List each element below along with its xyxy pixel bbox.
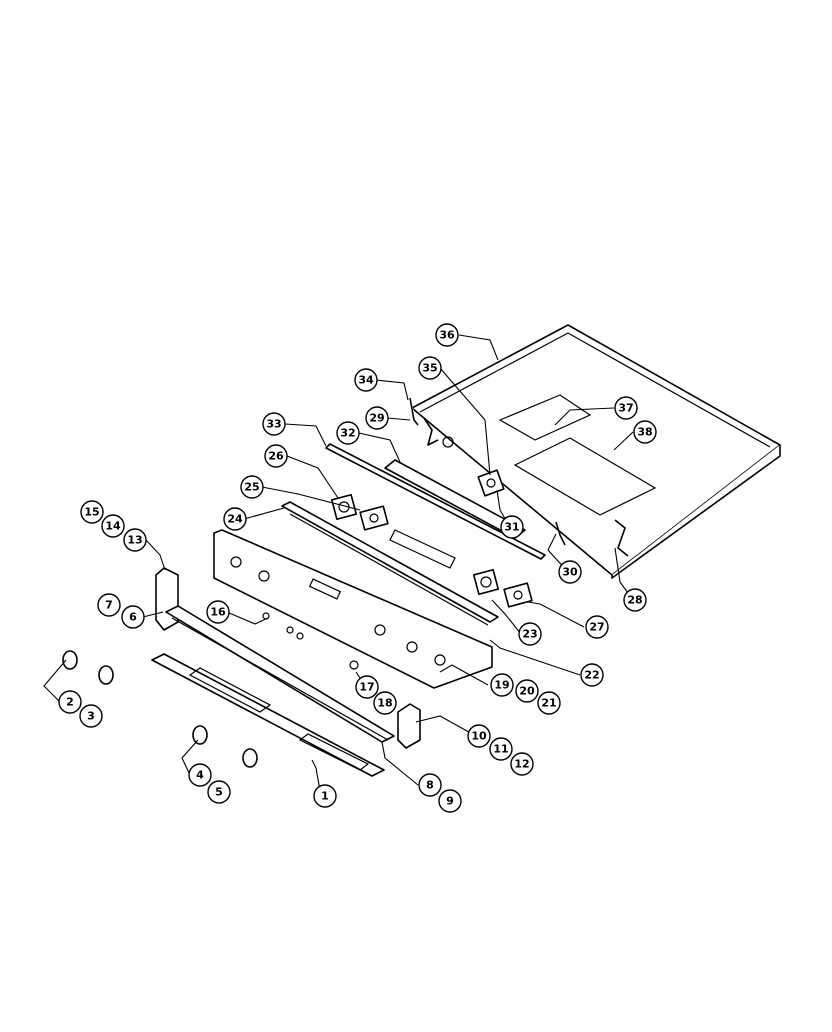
svg-text:38: 38 bbox=[637, 426, 652, 439]
svg-text:13: 13 bbox=[127, 534, 142, 547]
svg-text:1: 1 bbox=[321, 790, 329, 803]
callout-22: 22 bbox=[580, 663, 604, 687]
callout-2: 2 bbox=[58, 690, 82, 714]
svg-text:8: 8 bbox=[426, 779, 434, 792]
callout-25: 25 bbox=[240, 475, 264, 499]
svg-text:4: 4 bbox=[196, 769, 204, 782]
callout-26: 26 bbox=[264, 444, 288, 468]
part-10-right-end-cap bbox=[397, 703, 421, 749]
svg-text:28: 28 bbox=[627, 594, 642, 607]
svg-text:37: 37 bbox=[618, 402, 633, 415]
callout-16: 16 bbox=[206, 600, 230, 624]
callout-5: 5 bbox=[207, 780, 231, 804]
svg-text:20: 20 bbox=[519, 685, 535, 698]
callout-1: 1 bbox=[313, 784, 337, 808]
callout-12: 12 bbox=[510, 752, 534, 776]
knob-2 bbox=[62, 650, 114, 685]
callout-29: 29 bbox=[365, 406, 389, 430]
svg-text:3: 3 bbox=[87, 710, 95, 723]
svg-text:25: 25 bbox=[244, 481, 259, 494]
part-27-switch bbox=[503, 582, 533, 608]
fastener-16 bbox=[262, 612, 359, 670]
part-25-switch bbox=[359, 505, 389, 531]
callout-17: 17 bbox=[355, 675, 379, 699]
callout-36: 36 bbox=[435, 323, 459, 347]
svg-text:12: 12 bbox=[514, 758, 529, 771]
svg-text:17: 17 bbox=[359, 681, 374, 694]
svg-text:29: 29 bbox=[369, 412, 384, 425]
callout-18: 18 bbox=[373, 691, 397, 715]
callout-21: 21 bbox=[537, 691, 561, 715]
part-26-switch bbox=[330, 493, 358, 521]
callout-11: 11 bbox=[489, 737, 513, 761]
callout-35: 35 bbox=[418, 356, 442, 380]
svg-text:9: 9 bbox=[446, 795, 454, 808]
svg-text:15: 15 bbox=[84, 506, 99, 519]
callout-8: 8 bbox=[418, 773, 442, 797]
svg-text:30: 30 bbox=[562, 566, 578, 579]
svg-text:10: 10 bbox=[471, 730, 487, 743]
svg-text:11: 11 bbox=[493, 743, 508, 756]
svg-text:23: 23 bbox=[522, 628, 537, 641]
callout-9: 9 bbox=[438, 789, 462, 813]
part-29-clip bbox=[409, 397, 439, 446]
svg-text:32: 32 bbox=[340, 427, 355, 440]
callout-7: 7 bbox=[97, 593, 121, 617]
callout-31: 31 bbox=[500, 515, 524, 539]
svg-text:36: 36 bbox=[439, 329, 455, 342]
callout-27: 27 bbox=[585, 615, 609, 639]
svg-text:16: 16 bbox=[210, 606, 226, 619]
svg-text:21: 21 bbox=[541, 697, 556, 710]
svg-text:6: 6 bbox=[129, 611, 137, 624]
svg-text:5: 5 bbox=[215, 786, 223, 799]
callout-33: 33 bbox=[262, 412, 286, 436]
knob-4 bbox=[192, 725, 258, 768]
callout-6: 6 bbox=[121, 605, 145, 629]
callout-3: 3 bbox=[79, 704, 103, 728]
svg-text:31: 31 bbox=[504, 521, 519, 534]
callout-4: 4 bbox=[188, 763, 212, 787]
part-28-bracket bbox=[555, 519, 629, 557]
svg-text:26: 26 bbox=[268, 450, 284, 463]
svg-text:22: 22 bbox=[584, 669, 599, 682]
callout-10: 10 bbox=[467, 724, 491, 748]
part-24-control-bracket bbox=[281, 501, 499, 626]
svg-text:27: 27 bbox=[589, 621, 604, 634]
callout-23: 23 bbox=[518, 622, 542, 646]
svg-text:14: 14 bbox=[105, 520, 121, 533]
part-35-relay bbox=[477, 469, 505, 497]
svg-text:18: 18 bbox=[377, 697, 392, 710]
part-22-control-panel bbox=[213, 529, 493, 689]
callout-37: 37 bbox=[614, 396, 638, 420]
callout-19: 19 bbox=[490, 673, 514, 697]
callout-32: 32 bbox=[336, 421, 360, 445]
callout-34: 34 bbox=[354, 368, 378, 392]
part-6-trim-bar bbox=[165, 605, 395, 743]
svg-text:35: 35 bbox=[422, 362, 437, 375]
svg-text:19: 19 bbox=[494, 679, 509, 692]
callout-13: 13 bbox=[123, 528, 147, 552]
callout-15: 15 bbox=[80, 500, 104, 524]
svg-text:33: 33 bbox=[266, 418, 281, 431]
part-23-switch bbox=[472, 568, 500, 596]
svg-text:2: 2 bbox=[66, 696, 74, 709]
callout-24: 24 bbox=[223, 507, 247, 531]
svg-text:24: 24 bbox=[227, 513, 243, 526]
part-13-left-end-cap bbox=[155, 567, 179, 631]
callout-28: 28 bbox=[623, 588, 647, 612]
part-1-bottom-trim bbox=[151, 653, 385, 777]
svg-text:7: 7 bbox=[105, 599, 113, 612]
part-33-mounting-bar bbox=[325, 443, 546, 560]
callout-14: 14 bbox=[101, 514, 125, 538]
part-36-enclosure-tray bbox=[411, 324, 781, 579]
callout-20: 20 bbox=[515, 679, 539, 703]
callout-30: 30 bbox=[558, 560, 582, 584]
callout-38: 38 bbox=[633, 420, 657, 444]
svg-text:34: 34 bbox=[358, 374, 374, 387]
